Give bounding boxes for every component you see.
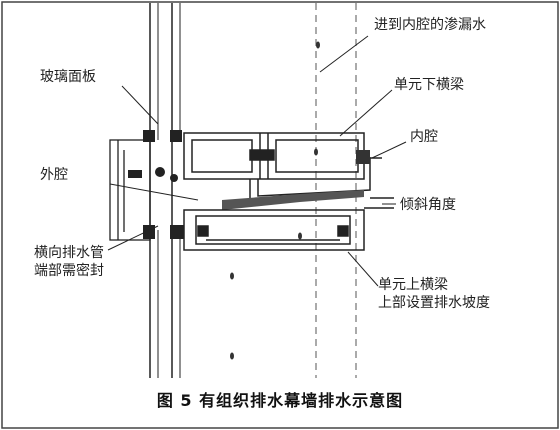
label-inner-cavity: 内腔 [410,129,438,145]
leader-lines [107,35,407,287]
label-drain-pipe-line1: 横向排水管 [34,245,104,261]
gaskets-and-seals [128,130,184,239]
water-drops [230,41,320,360]
figure-caption: 图 5 有组织排水幕墙排水示意图 [156,391,404,410]
slope-sealant [222,150,370,210]
label-outer-cavity: 外腔 [40,167,68,183]
label-drain-pipe-line2: 端部需密封 [34,263,104,279]
label-tilt-angle: 倾斜角度 [400,197,456,213]
label-leak-water: 进到内腔的渗漏水 [374,17,486,33]
glass-panel [149,3,181,378]
lower-beam-profile [183,132,365,180]
label-upper-beam-line2: 上部设置排水坡度 [378,295,490,311]
label-glass-panel: 玻璃面板 [40,69,96,85]
label-upper-beam-line1: 单元上横梁 [378,277,448,293]
label-lower-beam: 单元下横梁 [394,77,464,93]
outer-cover-plate [109,139,151,241]
dashed-reference-lines [315,3,357,378]
upper-beam-profile [183,209,365,251]
